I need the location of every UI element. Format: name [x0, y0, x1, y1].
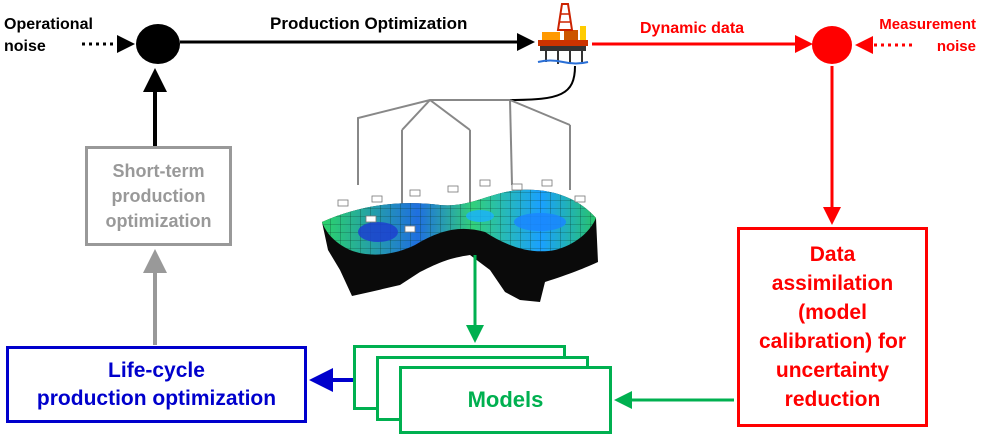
short-term-optimization-box: Short-term production optimization: [85, 146, 232, 246]
operational-summing-node: [136, 24, 180, 64]
data-assimilation-line1: Data: [809, 243, 856, 266]
operational-noise-line1: Operational: [4, 16, 93, 33]
measurement-noise-label: Measurement noise: [862, 14, 976, 58]
data-assimilation-line6: reduction: [784, 388, 881, 411]
reservoir-model-image: [322, 179, 598, 302]
measurement-noise-line1: Measurement: [879, 16, 976, 33]
measurement-summing-node: [812, 26, 852, 64]
production-optimization-label: Production Optimization: [270, 14, 468, 33]
measurement-noise-line2: noise: [936, 38, 976, 55]
short-term-line1: Short-term: [112, 160, 205, 181]
platform-to-wells-line: [509, 65, 576, 101]
models-label: Models: [467, 387, 544, 412]
short-term-line3: optimization: [105, 210, 212, 231]
life-cycle-line2: production optimization: [36, 386, 277, 410]
models-box-front: Models: [399, 366, 612, 434]
life-cycle-line1: Life-cycle: [108, 358, 205, 382]
offshore-platform-icon: [537, 3, 589, 65]
data-assimilation-line4: calibration) for: [758, 330, 906, 353]
data-assimilation-line3: (model: [798, 301, 867, 324]
well-trajectories: [357, 99, 571, 205]
operational-noise-line2: noise: [4, 38, 46, 55]
life-cycle-optimization-box: Life-cycle production optimization: [6, 346, 307, 423]
data-assimilation-box: Data assimilation (model calibration) fo…: [737, 227, 928, 427]
dynamic-data-label: Dynamic data: [640, 20, 745, 37]
operational-noise-label: Operational noise: [4, 14, 93, 58]
data-assimilation-line5: uncertainty: [775, 359, 890, 382]
data-assimilation-line2: assimilation: [771, 272, 894, 295]
short-term-line2: production: [111, 185, 206, 206]
